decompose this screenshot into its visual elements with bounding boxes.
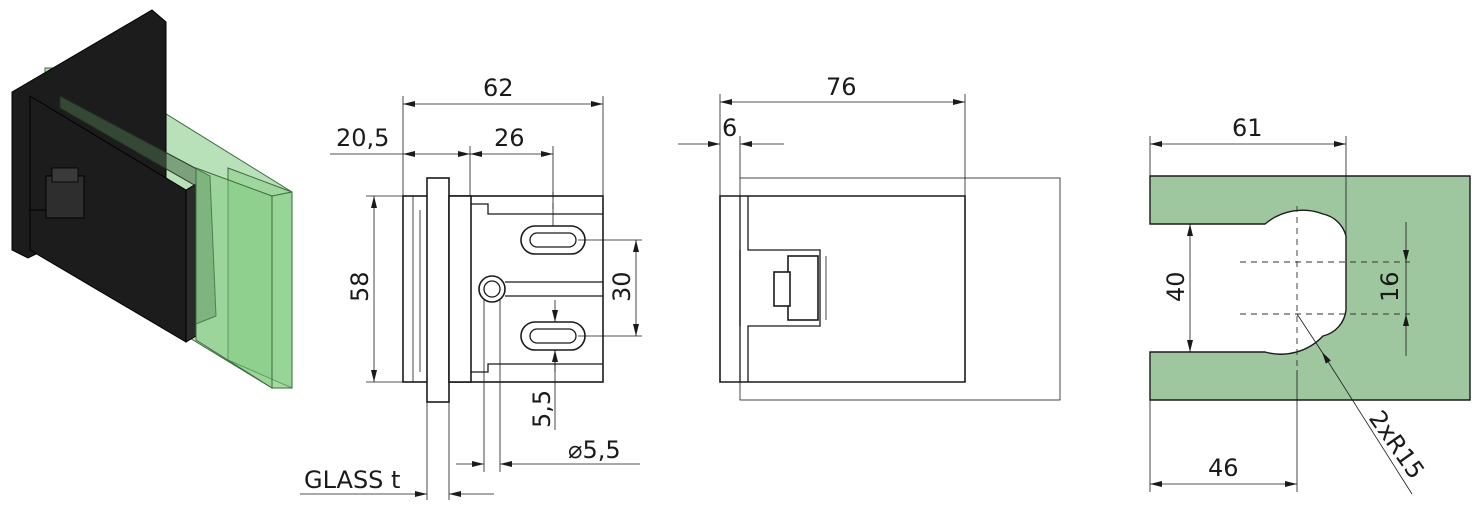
- dim-depth-76: 76: [826, 73, 857, 101]
- mounting-hole: [478, 275, 506, 303]
- dim-cutout-width-61: 61: [1232, 114, 1263, 142]
- glass-cutout-shape: [1149, 175, 1471, 401]
- dim-radius-2xR15: 2xR15: [1363, 405, 1430, 484]
- dim-height-58: 58: [346, 271, 374, 302]
- dim-width-62: 62: [483, 74, 514, 102]
- dim-cutout-height-40: 40: [1162, 271, 1190, 302]
- glass-clamp-plate: [426, 177, 450, 403]
- dim-offset-20-5: 20,5: [336, 124, 389, 152]
- dim-center-offset-46: 46: [1208, 454, 1239, 482]
- dim-center-spacing-16: 16: [1376, 271, 1404, 302]
- hinge-body-side: [719, 195, 966, 383]
- isometric-view: [11, 9, 293, 389]
- dim-slot-spacing-30: 30: [608, 271, 636, 302]
- glass-cutout-view: 61 40 16 46 2xR15: [1149, 114, 1471, 495]
- side-view: 76 6: [678, 73, 1061, 401]
- dim-wall-6: 6: [722, 114, 737, 142]
- dim-slot-26: 26: [494, 124, 525, 152]
- front-view: 62 20,5 26 58 30 5,5 ⌀5,5: [300, 74, 642, 500]
- dim-hole-dia: ⌀5,5: [568, 436, 621, 464]
- dim-slot-width-5-5: 5,5: [528, 390, 556, 428]
- dim-glass-thickness: GLASS t: [304, 466, 400, 494]
